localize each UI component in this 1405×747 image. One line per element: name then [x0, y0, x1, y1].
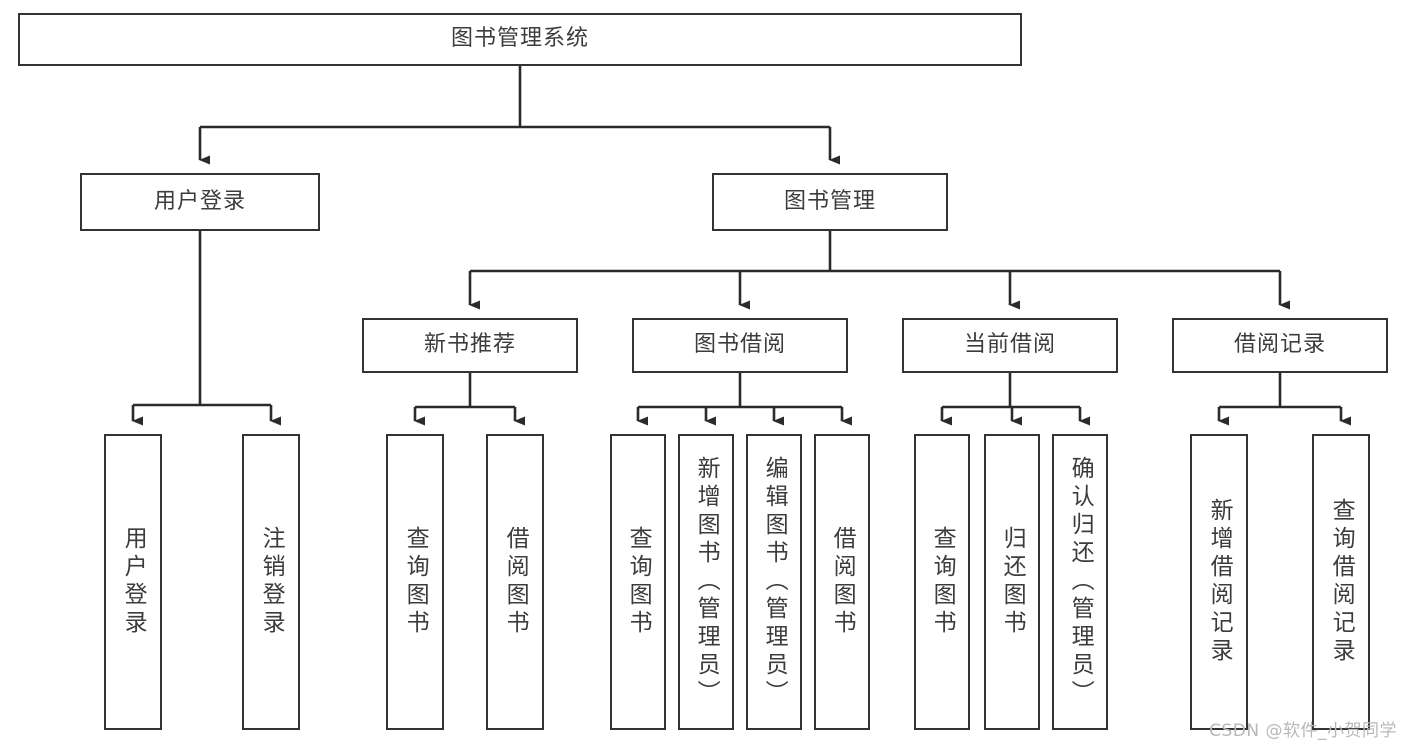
node-leaf-confirm-return-admin[interactable]: 确认归还（管理员） — [1052, 434, 1108, 730]
node-leaf-query-book-3[interactable]: 查询图书 — [914, 434, 970, 730]
node-current-borrow-label: 当前借阅 — [963, 332, 1056, 358]
node-leaf-borrow-book-1-label: 借阅图书 — [502, 526, 529, 638]
node-leaf-add-borrow-record-label: 新增借阅记录 — [1206, 498, 1233, 666]
node-leaf-query-book-2-label: 查询图书 — [625, 526, 652, 638]
node-leaf-user-login[interactable]: 用户登录 — [104, 434, 162, 730]
node-leaf-query-book-1-label: 查询图书 — [402, 526, 429, 638]
node-leaf-confirm-return-admin-label: 确认归还（管理员） — [1067, 456, 1094, 708]
node-leaf-borrow-book-2-label: 借阅图书 — [829, 526, 856, 638]
node-leaf-query-borrow-record-label: 查询借阅记录 — [1328, 498, 1355, 666]
node-leaf-add-book-admin-label: 新增图书（管理员） — [693, 456, 720, 708]
node-new-book-recommend[interactable]: 新书推荐 — [362, 318, 578, 373]
node-current-borrow[interactable]: 当前借阅 — [902, 318, 1118, 373]
node-leaf-return-book[interactable]: 归还图书 — [984, 434, 1040, 730]
node-leaf-borrow-book-2[interactable]: 借阅图书 — [814, 434, 870, 730]
node-leaf-user-logout-label: 注销登录 — [258, 526, 285, 638]
node-root-label: 图书管理系统 — [450, 26, 589, 52]
node-book-manage[interactable]: 图书管理 — [712, 173, 948, 231]
node-leaf-return-book-label: 归还图书 — [999, 526, 1026, 638]
node-borrow-record-label: 借阅记录 — [1233, 332, 1326, 358]
node-book-manage-label: 图书管理 — [783, 188, 876, 214]
node-borrow-record[interactable]: 借阅记录 — [1172, 318, 1388, 373]
node-leaf-user-login-label: 用户登录 — [120, 526, 147, 638]
csdn-watermark: CSDN @软件_小贺同学 — [1209, 721, 1397, 741]
node-leaf-add-book-admin[interactable]: 新增图书（管理员） — [678, 434, 734, 730]
node-user-login-label: 用户登录 — [153, 188, 246, 214]
node-leaf-user-logout[interactable]: 注销登录 — [242, 434, 300, 730]
node-user-login[interactable]: 用户登录 — [80, 173, 320, 231]
node-book-borrow[interactable]: 图书借阅 — [632, 318, 848, 373]
node-new-book-recommend-label: 新书推荐 — [423, 332, 516, 358]
node-root[interactable]: 图书管理系统 — [18, 13, 1022, 66]
node-leaf-borrow-book-1[interactable]: 借阅图书 — [486, 434, 544, 730]
node-leaf-edit-book-admin[interactable]: 编辑图书（管理员） — [746, 434, 802, 730]
node-leaf-query-book-3-label: 查询图书 — [929, 526, 956, 638]
node-book-borrow-label: 图书借阅 — [693, 332, 786, 358]
node-leaf-query-book-2[interactable]: 查询图书 — [610, 434, 666, 730]
node-leaf-query-borrow-record[interactable]: 查询借阅记录 — [1312, 434, 1370, 730]
node-leaf-add-borrow-record[interactable]: 新增借阅记录 — [1190, 434, 1248, 730]
node-leaf-edit-book-admin-label: 编辑图书（管理员） — [761, 456, 788, 708]
node-leaf-query-book-1[interactable]: 查询图书 — [386, 434, 444, 730]
